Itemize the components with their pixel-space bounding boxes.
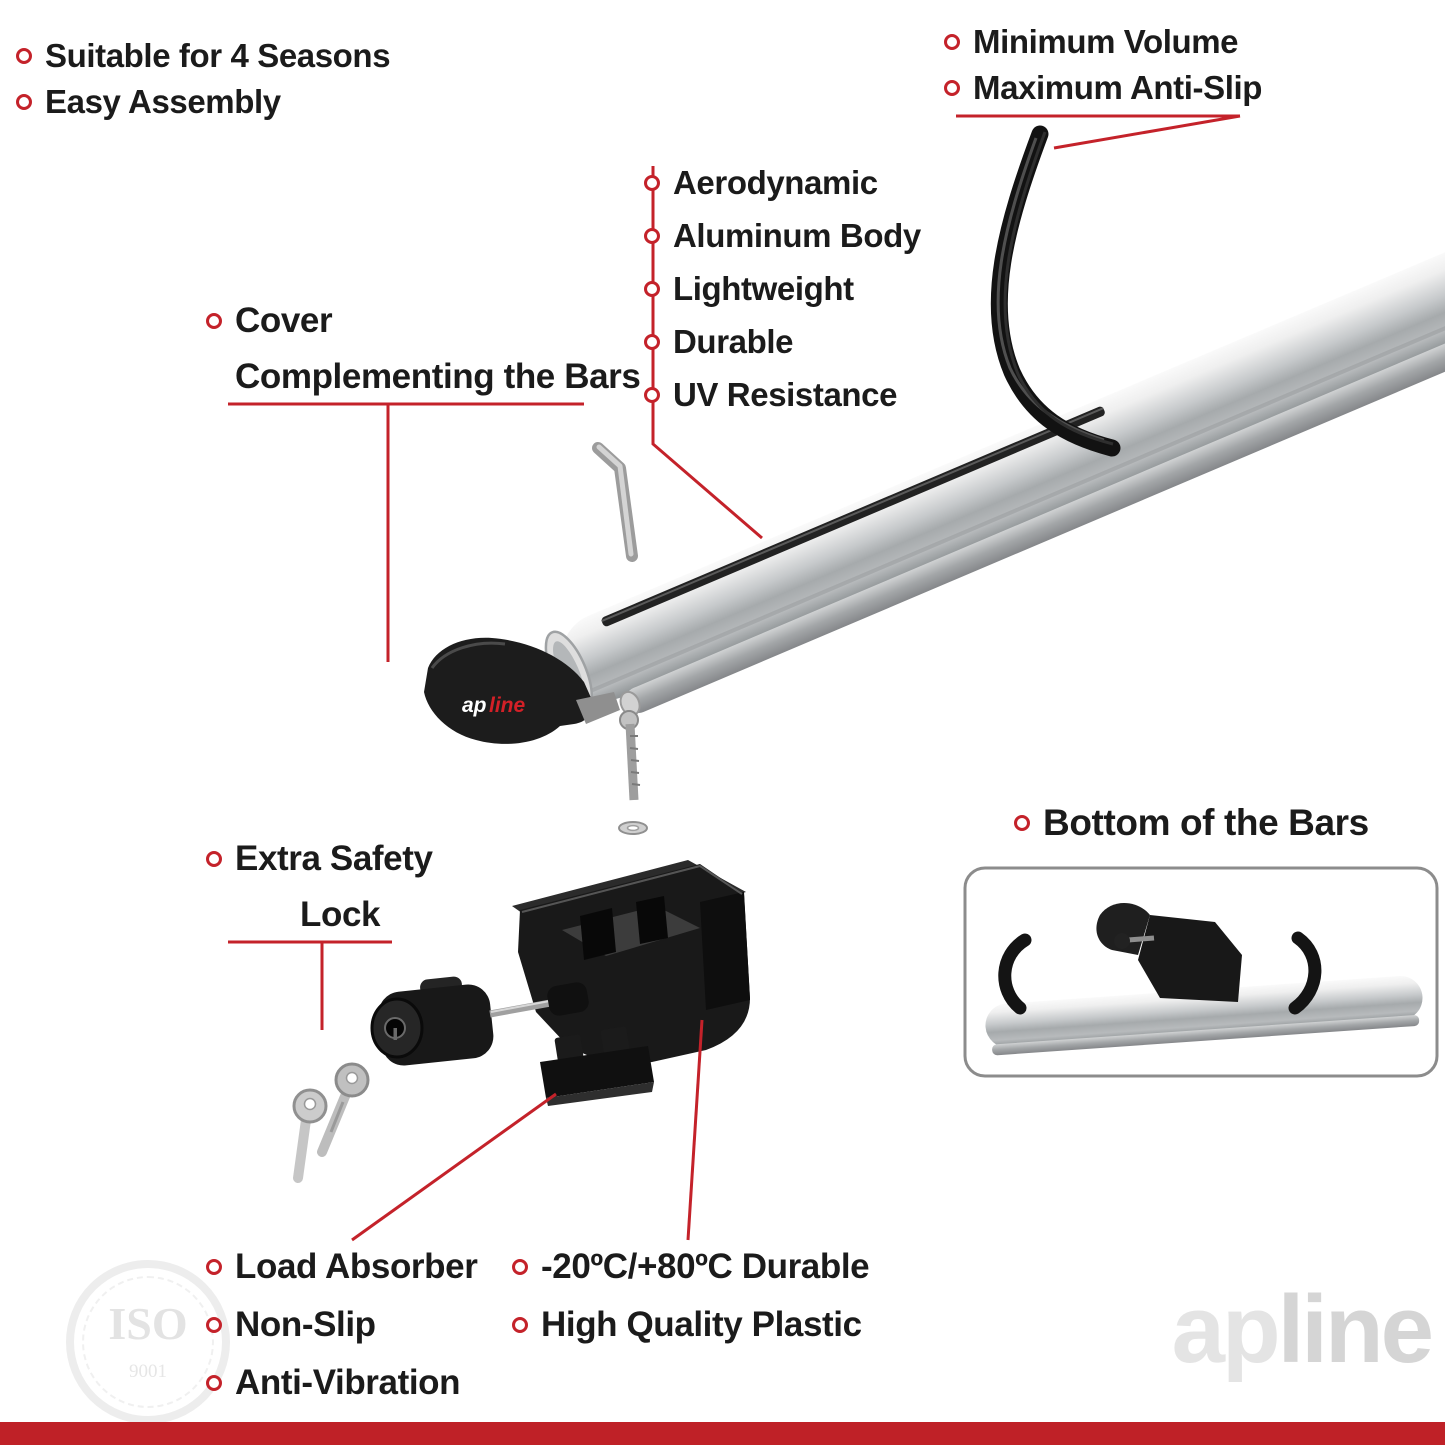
bolt-icon — [619, 710, 641, 801]
feature-bottom-right-2: High Quality Plastic — [512, 1302, 862, 1348]
lock-label-2: Lock — [300, 895, 381, 934]
safety-lock — [370, 976, 589, 1066]
feature-label: Non-Slip — [235, 1305, 376, 1344]
feature-label: High Quality Plastic — [541, 1305, 862, 1344]
bullet-icon — [644, 387, 660, 403]
feature-label: Easy Assembly — [45, 83, 281, 120]
cover-callout-line2: Complementing the Bars — [235, 354, 641, 400]
cover-logo-line: line — [489, 694, 525, 717]
inset-bottom-of-bars — [963, 866, 1439, 1078]
bullet-icon — [944, 80, 960, 96]
brand-part1: ap — [1171, 1276, 1281, 1383]
feature-bottom-left-3: Anti-Vibration — [206, 1360, 461, 1406]
lock-callout-line1: Extra Safety — [206, 836, 433, 882]
inset-clamp-body — [1138, 915, 1242, 1002]
load-absorber-bracket — [540, 1026, 654, 1106]
bullet-icon — [944, 34, 960, 50]
iso-badge: ISO 9001 — [66, 1260, 230, 1424]
callout-line-antislip — [1053, 114, 1241, 150]
washer-icon — [618, 821, 648, 835]
feature-label: Anti-Vibration — [235, 1363, 461, 1402]
lock-callout-line2: Lock — [300, 892, 380, 938]
bullet-icon — [1014, 815, 1030, 831]
bar-feature-4: Durable — [644, 319, 793, 365]
bullet-icon — [206, 1317, 222, 1333]
bullet-icon — [206, 851, 222, 867]
cover-piece: ap line — [424, 637, 620, 744]
callout-line-bar-features — [651, 166, 763, 540]
lock-knob — [547, 982, 589, 1016]
bar-feature-3: Lightweight — [644, 266, 854, 312]
mounting-foot — [512, 860, 750, 1064]
keys-icon — [292, 1062, 370, 1183]
inset-left-strap — [998, 933, 1032, 1015]
iso-badge-ring — [82, 1276, 214, 1408]
bullet-icon — [644, 175, 660, 191]
feature-label: Load Absorber — [235, 1247, 478, 1286]
bullet-icon — [206, 313, 222, 329]
feature-label: Aerodynamic — [673, 164, 878, 201]
bullet-icon — [16, 94, 32, 110]
feature-label: Durable — [673, 323, 794, 360]
cover-logo-ap: ap — [462, 694, 487, 717]
bullet-icon — [644, 334, 660, 350]
bullet-icon — [16, 48, 32, 64]
bullet-icon — [644, 281, 660, 297]
lock-label: Extra Safety — [235, 839, 433, 878]
feature-label: UV Resistance — [673, 376, 898, 413]
cover-label-2: Complementing the Bars — [235, 357, 641, 396]
feature-bottom-left-2: Non-Slip — [206, 1302, 376, 1348]
bullet-icon — [512, 1317, 528, 1333]
inset-right-strap — [1288, 931, 1322, 1015]
feature-label: Aluminum Body — [673, 217, 921, 254]
feature-label: Maximum Anti-Slip — [973, 69, 1262, 106]
feature-bottom-right-1: -20ºC/+80ºC Durable — [512, 1244, 870, 1290]
feature-label: Lightweight — [673, 270, 854, 307]
feature-top-left-2: Easy Assembly — [16, 79, 281, 125]
allen-key-icon — [592, 442, 638, 562]
feature-top-right-2: Maximum Anti-Slip — [944, 65, 1262, 111]
bullet-icon — [206, 1259, 222, 1275]
feature-top-left-1: Suitable for 4 Seasons — [16, 33, 391, 79]
feature-bottom-left-1: Load Absorber — [206, 1244, 478, 1290]
bullet-icon — [644, 228, 660, 244]
callout-line-plastic — [686, 1019, 704, 1241]
feature-label: -20ºC/+80ºC Durable — [541, 1247, 870, 1286]
inset-label-row: Bottom of the Bars — [1014, 800, 1369, 846]
bar-feature-5: UV Resistance — [644, 372, 897, 418]
callout-line-load-absorber — [351, 1092, 557, 1242]
cover-callout-line1: Cover — [206, 298, 333, 344]
anti-slip-strip — [990, 125, 1121, 457]
crossbar — [544, 138, 1445, 717]
inset-label: Bottom of the Bars — [1043, 802, 1369, 843]
bar-feature-2: Aluminum Body — [644, 213, 921, 259]
footer-accent-strip — [0, 1422, 1445, 1445]
bar-feature-1: Aerodynamic — [644, 160, 878, 206]
bullet-icon — [512, 1259, 528, 1275]
callout-lines — [228, 114, 1241, 1242]
feature-label: Minimum Volume — [973, 23, 1239, 60]
brand-part2: line — [1277, 1276, 1434, 1383]
cover-label: Cover — [235, 301, 333, 340]
feature-top-right-1: Minimum Volume — [944, 19, 1239, 65]
brand-watermark: apline — [1172, 1282, 1434, 1378]
crossbar-underrail — [625, 206, 1445, 714]
bullet-icon — [206, 1375, 222, 1391]
feature-label: Suitable for 4 Seasons — [45, 37, 391, 74]
